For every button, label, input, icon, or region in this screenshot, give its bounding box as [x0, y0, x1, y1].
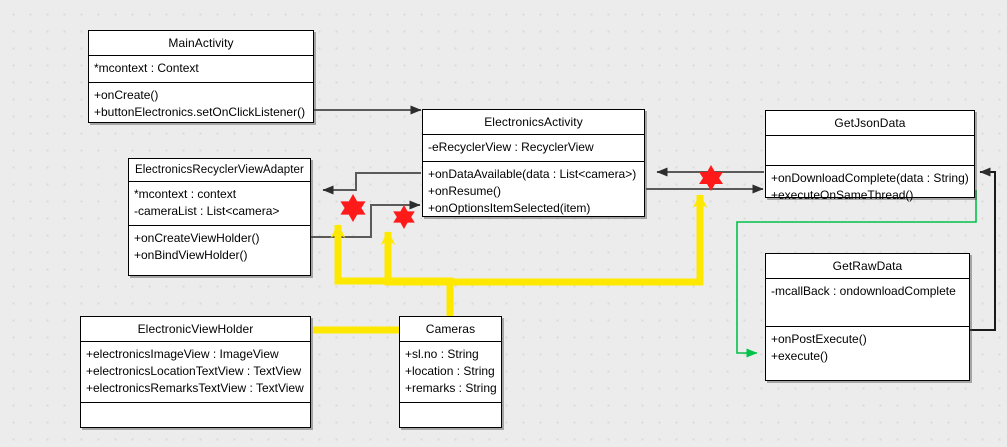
attributes-compartment: +electronicsImageView : ImageView +elect… — [81, 342, 310, 403]
class-name: ElectronicViewHolder — [81, 317, 310, 342]
method-line: +onBindViewHolder() — [134, 248, 248, 262]
attribute-line: *mcontext : context — [134, 187, 237, 201]
uml-class-electronics-activity[interactable]: ElectronicsActivity -eRecyclerView : Rec… — [422, 109, 645, 217]
method-line: +onDataAvailable(data : List<camera>) — [428, 167, 637, 181]
attribute-line: *mcontext : Context — [94, 61, 199, 75]
attributes-compartment: -eRecyclerView : RecyclerView — [423, 135, 644, 162]
methods-compartment — [81, 403, 310, 432]
attributes-compartment: *mcontext : context -cameraList : List<c… — [129, 182, 310, 226]
class-name: ElectronicsActivity — [423, 110, 644, 135]
attributes-compartment: *mcontext : Context — [89, 56, 313, 83]
attributes-compartment: -mcallBack : ondownloadComplete — [766, 279, 969, 327]
edge-cameras-to-electronics-highlight — [380, 231, 454, 316]
method-line: +executeOnSameThread() — [771, 188, 914, 202]
edge-electronics-to-adapter — [322, 172, 421, 195]
attribute-line: +remarks : String — [405, 381, 497, 395]
method-line: +execute() — [771, 349, 829, 363]
uml-class-main-activity[interactable]: MainActivity *mcontext : Context +onCrea… — [88, 30, 314, 123]
methods-compartment — [400, 403, 501, 432]
uml-class-get-raw-data[interactable]: GetRawData -mcallBack : ondownloadComple… — [765, 253, 970, 381]
class-name: MainActivity — [89, 31, 313, 56]
class-name: GetJsonData — [766, 111, 974, 136]
uml-class-get-json-data[interactable]: GetJsonData +onDownloadComplete(data : S… — [765, 110, 975, 202]
methods-compartment: +onCreate() +buttonElectronics.setOnClic… — [89, 83, 313, 126]
class-name: Cameras — [400, 317, 501, 342]
uml-class-electronic-view-holder[interactable]: ElectronicViewHolder +electronicsImageVi… — [80, 316, 311, 428]
marker-star-3 — [699, 165, 723, 191]
methods-compartment: +onDataAvailable(data : List<camera>) +o… — [423, 162, 644, 222]
attribute-line: +electronicsLocationTextView : TextView — [86, 364, 302, 378]
edge-cameras-to-adapter-highlight — [330, 224, 454, 285]
method-line: +onCreateViewHolder() — [134, 231, 260, 245]
attribute-line: +electronicsImageView : ImageView — [86, 347, 279, 361]
marker-star-2 — [393, 205, 415, 229]
marker-star-1 — [340, 194, 366, 222]
method-line: +onResume() — [428, 184, 502, 198]
method-line: +buttonElectronics.setOnClickListener() — [94, 105, 306, 119]
attribute-line: +electronicsRemarksTextView : TextView — [86, 381, 304, 395]
uml-class-cameras[interactable]: Cameras +sl.no : String +location : Stri… — [399, 316, 502, 428]
class-name: ElectronicsRecyclerViewAdapter — [129, 159, 310, 182]
method-line: +onCreate() — [94, 88, 159, 102]
attribute-line: -cameraList : List<camera> — [134, 204, 280, 218]
methods-compartment: +onPostExecute() +execute() — [766, 327, 969, 370]
attribute-line: -eRecyclerView : RecyclerView — [428, 140, 594, 154]
class-name: GetRawData — [766, 254, 969, 279]
methods-compartment: +onDownloadComplete(data : String) +exec… — [766, 166, 974, 209]
method-line: +onPostExecute() — [771, 332, 867, 346]
methods-compartment: +onCreateViewHolder() +onBindViewHolder(… — [129, 226, 310, 269]
attribute-line: -mcallBack : ondownloadComplete — [771, 284, 956, 298]
edge-adapter-to-electronics — [311, 200, 421, 238]
method-line: +onDownloadComplete(data : String) — [771, 171, 969, 185]
uml-class-electronics-recycler-view-adapter[interactable]: ElectronicsRecyclerViewAdapter *mcontext… — [128, 158, 311, 276]
attribute-line: +sl.no : String — [405, 347, 479, 361]
attributes-compartment: +sl.no : String +location : String +rema… — [400, 342, 501, 403]
method-line: +onOptionsItemSelected(item) — [428, 201, 591, 215]
attribute-line: +location : String — [405, 364, 495, 378]
attributes-compartment — [766, 136, 974, 166]
